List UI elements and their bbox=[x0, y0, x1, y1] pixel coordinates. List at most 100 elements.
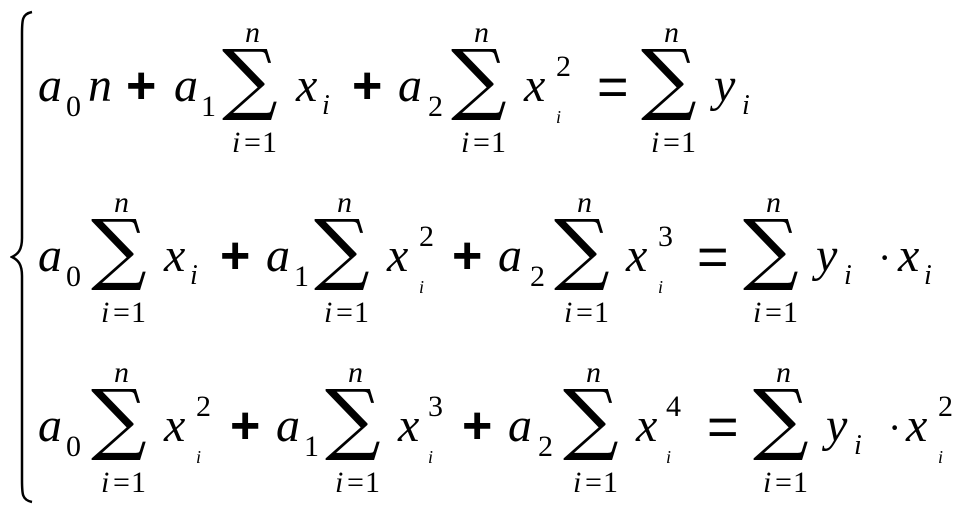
sum-lower-eq: = bbox=[336, 296, 353, 329]
sum-lower-var: i bbox=[101, 296, 110, 329]
coef-subscript: 0 bbox=[66, 260, 81, 293]
var-subscript: i bbox=[190, 260, 198, 291]
var-x: x bbox=[906, 399, 928, 452]
summation-sign: ∑ bbox=[314, 204, 370, 294]
coef-subscript: 1 bbox=[304, 430, 319, 463]
summation-sign: ∑ bbox=[325, 374, 381, 464]
sum-lower-eq: = bbox=[113, 466, 130, 499]
coef-a: a bbox=[38, 59, 62, 112]
summation-sign: ∑ bbox=[222, 34, 278, 124]
sum-lower-eq: = bbox=[576, 296, 593, 329]
multiplication-dot: · bbox=[888, 405, 902, 450]
coef-a: a bbox=[398, 59, 422, 112]
sum-lower-var: i bbox=[232, 126, 241, 159]
sum-lower-val: 1 bbox=[594, 296, 609, 329]
var-subscript: i bbox=[556, 107, 562, 127]
sum-upper-limit: n bbox=[586, 356, 601, 389]
summation-sign: ∑ bbox=[743, 204, 799, 294]
coef-a: a bbox=[266, 229, 290, 282]
sum-lower-var: i bbox=[101, 466, 110, 499]
var-subscript: i bbox=[742, 90, 750, 121]
exponent: 3 bbox=[658, 220, 673, 253]
equation-row-1: a 0 n + a 1 n ∑ i = 1 x i + a 2 n ∑ i = … bbox=[0, 0, 971, 170]
exponent: 3 bbox=[428, 390, 443, 423]
sum-upper-limit: n bbox=[245, 16, 260, 49]
var-subscript: i bbox=[938, 447, 944, 467]
sum-upper-limit: n bbox=[766, 186, 781, 219]
coef-subscript: 2 bbox=[428, 90, 443, 123]
coef-a: a bbox=[498, 229, 522, 282]
left-brace bbox=[10, 10, 33, 504]
sum-lower-val: 1 bbox=[354, 296, 369, 329]
equals-sign: = bbox=[697, 227, 729, 287]
summation-sign: ∑ bbox=[451, 34, 507, 124]
sum-lower-val: 1 bbox=[365, 466, 380, 499]
exponent: 4 bbox=[666, 390, 681, 423]
sum-lower-var: i bbox=[335, 466, 344, 499]
sum-lower-eq: = bbox=[765, 296, 782, 329]
var-subscript: i bbox=[419, 277, 425, 297]
var-y: y bbox=[826, 399, 848, 452]
sum-upper-limit: n bbox=[776, 356, 791, 389]
var-x: x bbox=[164, 399, 186, 452]
var-subscript: i bbox=[428, 447, 434, 467]
var-y: y bbox=[816, 229, 838, 282]
var-subscript: i bbox=[196, 447, 202, 467]
var-x: x bbox=[626, 229, 648, 282]
sum-lower-var: i bbox=[324, 296, 333, 329]
var-x: x bbox=[898, 229, 920, 282]
sum-lower-val: 1 bbox=[793, 466, 808, 499]
coef-a: a bbox=[508, 399, 532, 452]
summation-sign: ∑ bbox=[563, 374, 619, 464]
coef-subscript: 2 bbox=[538, 430, 553, 463]
plus-sign: + bbox=[462, 397, 493, 455]
exponent: 2 bbox=[556, 50, 571, 83]
var-subscript: i bbox=[924, 260, 932, 291]
plus-sign: + bbox=[220, 227, 251, 285]
summation-sign: ∑ bbox=[554, 204, 610, 294]
sum-lower-eq: = bbox=[244, 126, 261, 159]
var-x: x bbox=[164, 229, 186, 282]
sum-lower-eq: = bbox=[585, 466, 602, 499]
plus-sign: + bbox=[126, 57, 157, 115]
sum-lower-eq: = bbox=[473, 126, 490, 159]
exponent: 2 bbox=[196, 390, 211, 423]
coef-subscript: 1 bbox=[201, 90, 216, 123]
var-x: x bbox=[398, 399, 420, 452]
multiplication-dot: · bbox=[878, 235, 892, 280]
var-x: x bbox=[387, 229, 409, 282]
var-subscript: i bbox=[666, 447, 672, 467]
var-y: y bbox=[714, 59, 736, 112]
coef-subscript: 0 bbox=[66, 430, 81, 463]
sum-lower-eq: = bbox=[775, 466, 792, 499]
equals-sign: = bbox=[707, 397, 739, 457]
coef-subscript: 2 bbox=[530, 260, 545, 293]
var-x: x bbox=[296, 59, 318, 112]
var-x: x bbox=[636, 399, 658, 452]
sum-lower-var: i bbox=[753, 296, 762, 329]
sum-upper-limit: n bbox=[114, 186, 129, 219]
plus-sign: + bbox=[452, 227, 483, 285]
coef-subscript: 0 bbox=[66, 90, 81, 123]
equation-row-3: a 0 n ∑ i = 1 x 2 i + a 1 n ∑ i = 1 x 3 … bbox=[0, 340, 971, 510]
equation-row-2: a 0 n ∑ i = 1 x i + a 1 n ∑ i = 1 x 2 i … bbox=[0, 170, 971, 340]
var-subscript: i bbox=[844, 260, 852, 291]
sum-lower-val: 1 bbox=[681, 126, 696, 159]
sum-upper-limit: n bbox=[348, 356, 363, 389]
plus-sign: + bbox=[352, 57, 383, 115]
equals-sign: = bbox=[597, 57, 629, 117]
sum-lower-val: 1 bbox=[262, 126, 277, 159]
var-subscript: i bbox=[658, 277, 664, 297]
sum-upper-limit: n bbox=[474, 16, 489, 49]
exponent: 2 bbox=[938, 390, 953, 423]
var-n: n bbox=[88, 59, 112, 112]
summation-sign: ∑ bbox=[753, 374, 809, 464]
sum-upper-limit: n bbox=[577, 186, 592, 219]
sum-lower-val: 1 bbox=[603, 466, 618, 499]
sum-lower-eq: = bbox=[113, 296, 130, 329]
summation-sign: ∑ bbox=[91, 374, 147, 464]
sum-lower-val: 1 bbox=[131, 466, 146, 499]
sum-lower-var: i bbox=[564, 296, 573, 329]
sum-lower-val: 1 bbox=[131, 296, 146, 329]
coef-a: a bbox=[276, 399, 300, 452]
